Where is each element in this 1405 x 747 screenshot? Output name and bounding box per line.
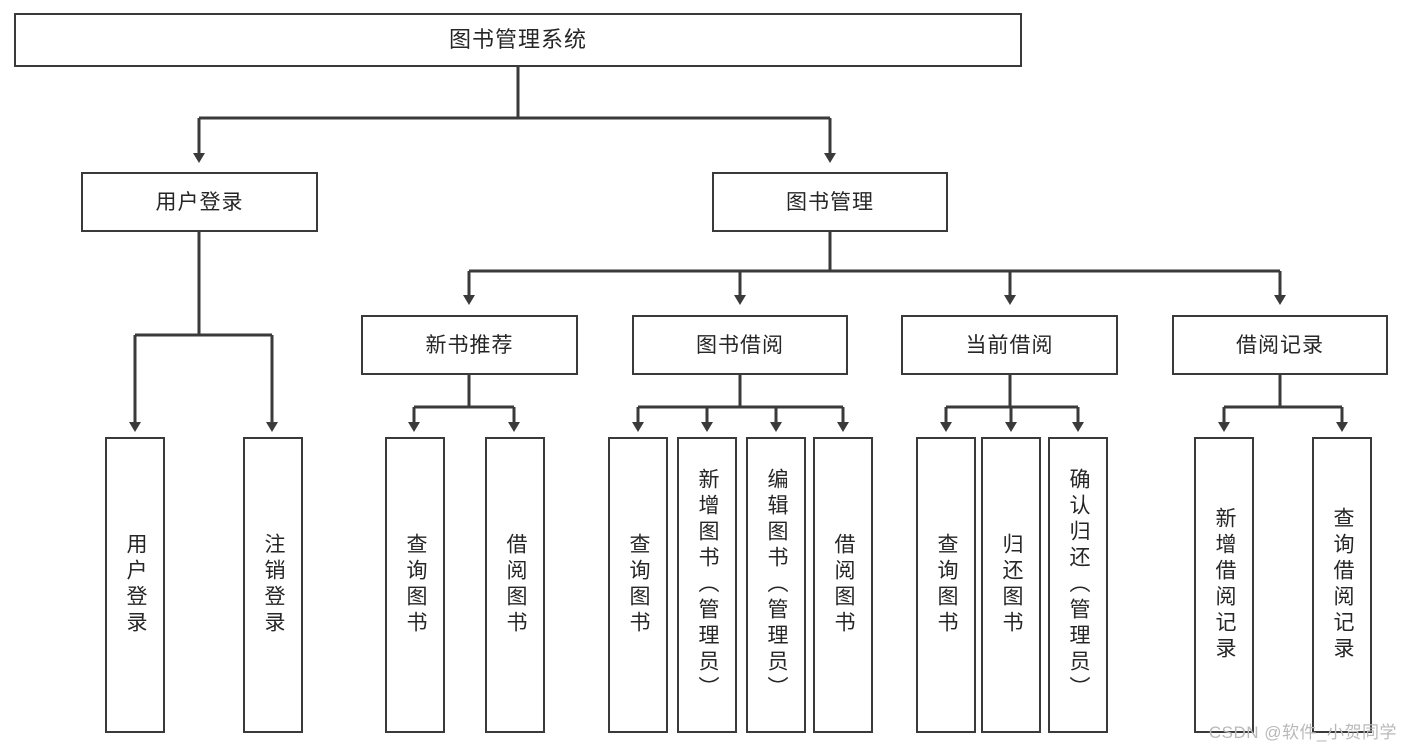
- node-borrow-records[interactable]: 借阅记录: [1172, 315, 1388, 375]
- node-user-login[interactable]: 用户登录: [81, 172, 318, 232]
- node-label: 用户登录: [155, 190, 244, 214]
- node-label: 新增图书（管理员）: [696, 468, 720, 702]
- node-label: 新书推荐: [425, 333, 514, 357]
- node-label: 当前借阅: [965, 333, 1054, 357]
- node-label: 查询图书: [935, 533, 959, 637]
- leaf-edit-book-admin[interactable]: 编辑图书（管理员）: [746, 437, 806, 733]
- leaf-confirm-return-admin[interactable]: 确认归还（管理员）: [1048, 437, 1108, 733]
- node-label: 新增借阅记录: [1213, 507, 1237, 663]
- node-root-book-management-system[interactable]: 图书管理系统: [14, 13, 1022, 67]
- node-label: 注销登录: [262, 533, 286, 637]
- csdn-watermark: CSDN @软件_小贺同学: [1208, 723, 1397, 742]
- leaf-query-books-current[interactable]: 查询图书: [916, 437, 976, 733]
- leaf-query-books-recommend[interactable]: 查询图书: [385, 437, 445, 733]
- node-label: 确认归还（管理员）: [1067, 468, 1091, 702]
- leaf-logout[interactable]: 注销登录: [243, 437, 303, 733]
- leaf-borrow-books-recommend[interactable]: 借阅图书: [485, 437, 545, 733]
- node-book-management[interactable]: 图书管理: [712, 172, 948, 232]
- node-label: 查询借阅记录: [1331, 507, 1355, 663]
- leaf-user-login[interactable]: 用户登录: [105, 437, 165, 733]
- node-label: 编辑图书（管理员）: [765, 468, 789, 702]
- node-label: 查询图书: [627, 533, 651, 637]
- leaf-query-borrow-record[interactable]: 查询借阅记录: [1312, 437, 1372, 733]
- leaf-add-book-admin[interactable]: 新增图书（管理员）: [677, 437, 737, 733]
- node-current-borrow[interactable]: 当前借阅: [901, 315, 1118, 375]
- node-label: 借阅图书: [504, 533, 528, 637]
- node-label: 用户登录: [124, 533, 148, 637]
- node-label: 借阅记录: [1236, 333, 1324, 357]
- node-label: 借阅图书: [832, 533, 856, 637]
- leaf-add-borrow-record[interactable]: 新增借阅记录: [1194, 437, 1254, 733]
- node-label: 图书借阅: [696, 333, 784, 357]
- node-label: 图书管理: [786, 190, 874, 214]
- leaf-query-books-borrow[interactable]: 查询图书: [608, 437, 668, 733]
- node-label: 查询图书: [404, 533, 428, 637]
- node-book-borrow[interactable]: 图书借阅: [632, 315, 848, 375]
- node-label: 归还图书: [1000, 533, 1024, 637]
- node-new-book-recommend[interactable]: 新书推荐: [361, 315, 578, 375]
- node-label: 图书管理系统: [448, 27, 587, 52]
- leaf-borrow-books[interactable]: 借阅图书: [813, 437, 873, 733]
- leaf-return-books[interactable]: 归还图书: [981, 437, 1041, 733]
